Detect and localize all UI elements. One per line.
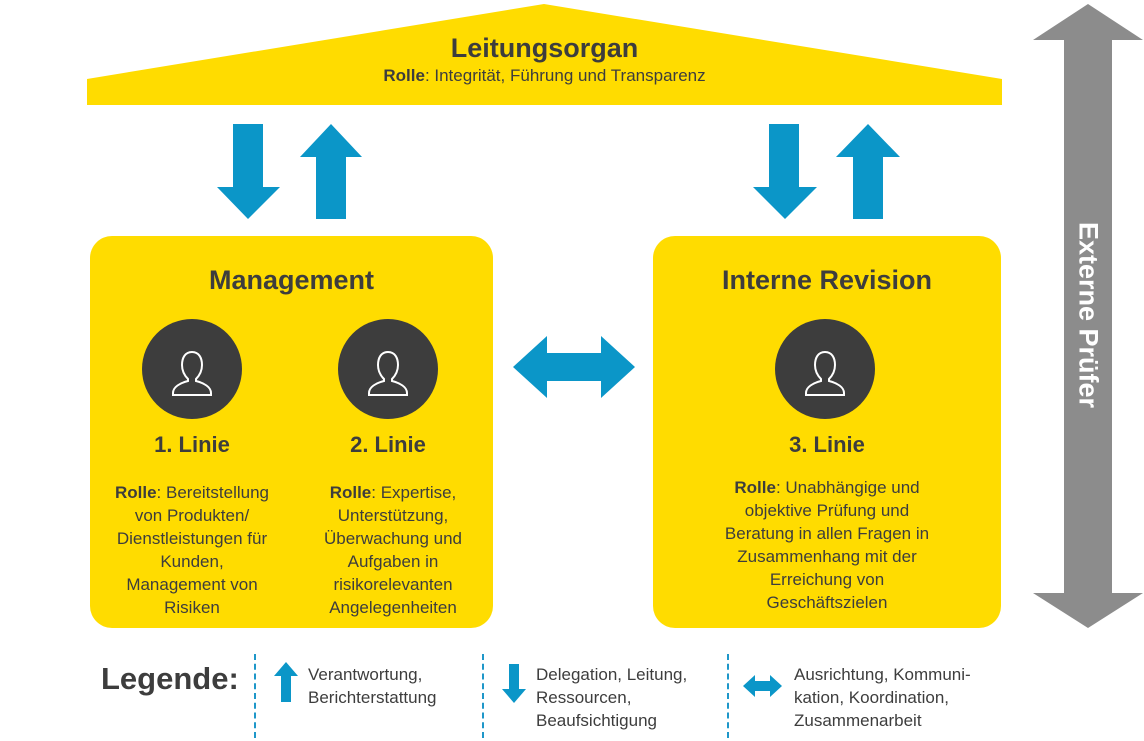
legend-title: Legende: [101, 661, 239, 696]
legend-divider [727, 654, 729, 738]
legend-item-alignment: Ausrichtung, Kommuni- kation, Koordinati… [794, 663, 971, 732]
legend-line: Ausrichtung, Kommuni- [794, 665, 971, 684]
line1-role: Rolle: Bereitstellung von Produkten/ Die… [92, 481, 292, 619]
management-box [90, 236, 493, 628]
legend-line: Verantwortung, [308, 665, 423, 684]
line3-title: 3. Linie [789, 432, 865, 457]
role-line: Geschäftszielen [766, 593, 888, 612]
legend-item-responsibility: Verantwortung, Berichterstattung [308, 663, 437, 709]
role-line: Zusammenhang mit der [737, 547, 917, 566]
avatar-line1 [142, 319, 242, 419]
role-line: : Bereitstellung [156, 483, 269, 502]
role-line: : Unabhängige und [775, 478, 920, 497]
legend-line: Berichterstattung [308, 688, 437, 707]
legend-line: Beaufsichtigung [536, 711, 657, 730]
role-line: Management von [126, 575, 258, 594]
legend-line: Delegation, Leitung, [536, 665, 688, 684]
line2-title: 2. Linie [350, 432, 426, 457]
role-line: : Expertise, [371, 483, 457, 502]
line2-role: Rolle: Expertise, Unterstützung, Überwac… [293, 481, 493, 619]
legend-divider [482, 654, 484, 738]
line1-title: 1. Linie [154, 432, 230, 457]
role-line: Beratung in allen Fragen in [724, 524, 930, 543]
person-icon [805, 350, 845, 396]
management-title: Management [208, 265, 375, 295]
internal-audit-box [653, 236, 1001, 628]
role-line: von Produkten/ [134, 506, 250, 525]
role-line: Kunden, [160, 552, 224, 571]
roof-role-label: Rolle [383, 66, 425, 85]
role-line: Erreichung von [769, 570, 885, 589]
line2-role-label: Rolle [329, 483, 372, 502]
avatar-line2 [338, 319, 438, 419]
line1-role-label: Rolle [114, 483, 157, 502]
legend-line: Ressourcen, [536, 688, 632, 707]
line3-role: Rolle: Unabhängige und objektive Prüfung… [653, 476, 1001, 614]
internal-audit-title: Interne Revision [721, 265, 933, 295]
role-line: objektive Prüfung und [744, 501, 910, 520]
role-line: Dienstleistungen für [116, 529, 268, 548]
role-line: risikorelevanten [333, 575, 453, 594]
legend-line: kation, Koordination, [794, 688, 949, 707]
legend-line: Zusammenarbeit [794, 711, 922, 730]
role-line: Angelegenheiten [329, 598, 457, 617]
line3-role-label: Rolle [734, 478, 776, 497]
roof-role: Rolle: Integrität, Führung und Transpare… [87, 66, 1002, 86]
person-icon [368, 350, 408, 396]
legend-divider [254, 654, 256, 738]
role-line: Risiken [164, 598, 220, 617]
role-line: Überwachung und [324, 529, 462, 548]
roof-title: Leitungsorgan [450, 33, 639, 63]
legend-item-delegation: Delegation, Leitung, Ressourcen, Beaufsi… [536, 663, 687, 732]
avatar-line3 [775, 319, 875, 419]
roof-role-text: : Integrität, Führung und Transparenz [424, 66, 706, 85]
role-line: Unterstützung, [337, 506, 449, 525]
role-line: Aufgaben in [347, 552, 439, 571]
person-icon [172, 350, 212, 396]
